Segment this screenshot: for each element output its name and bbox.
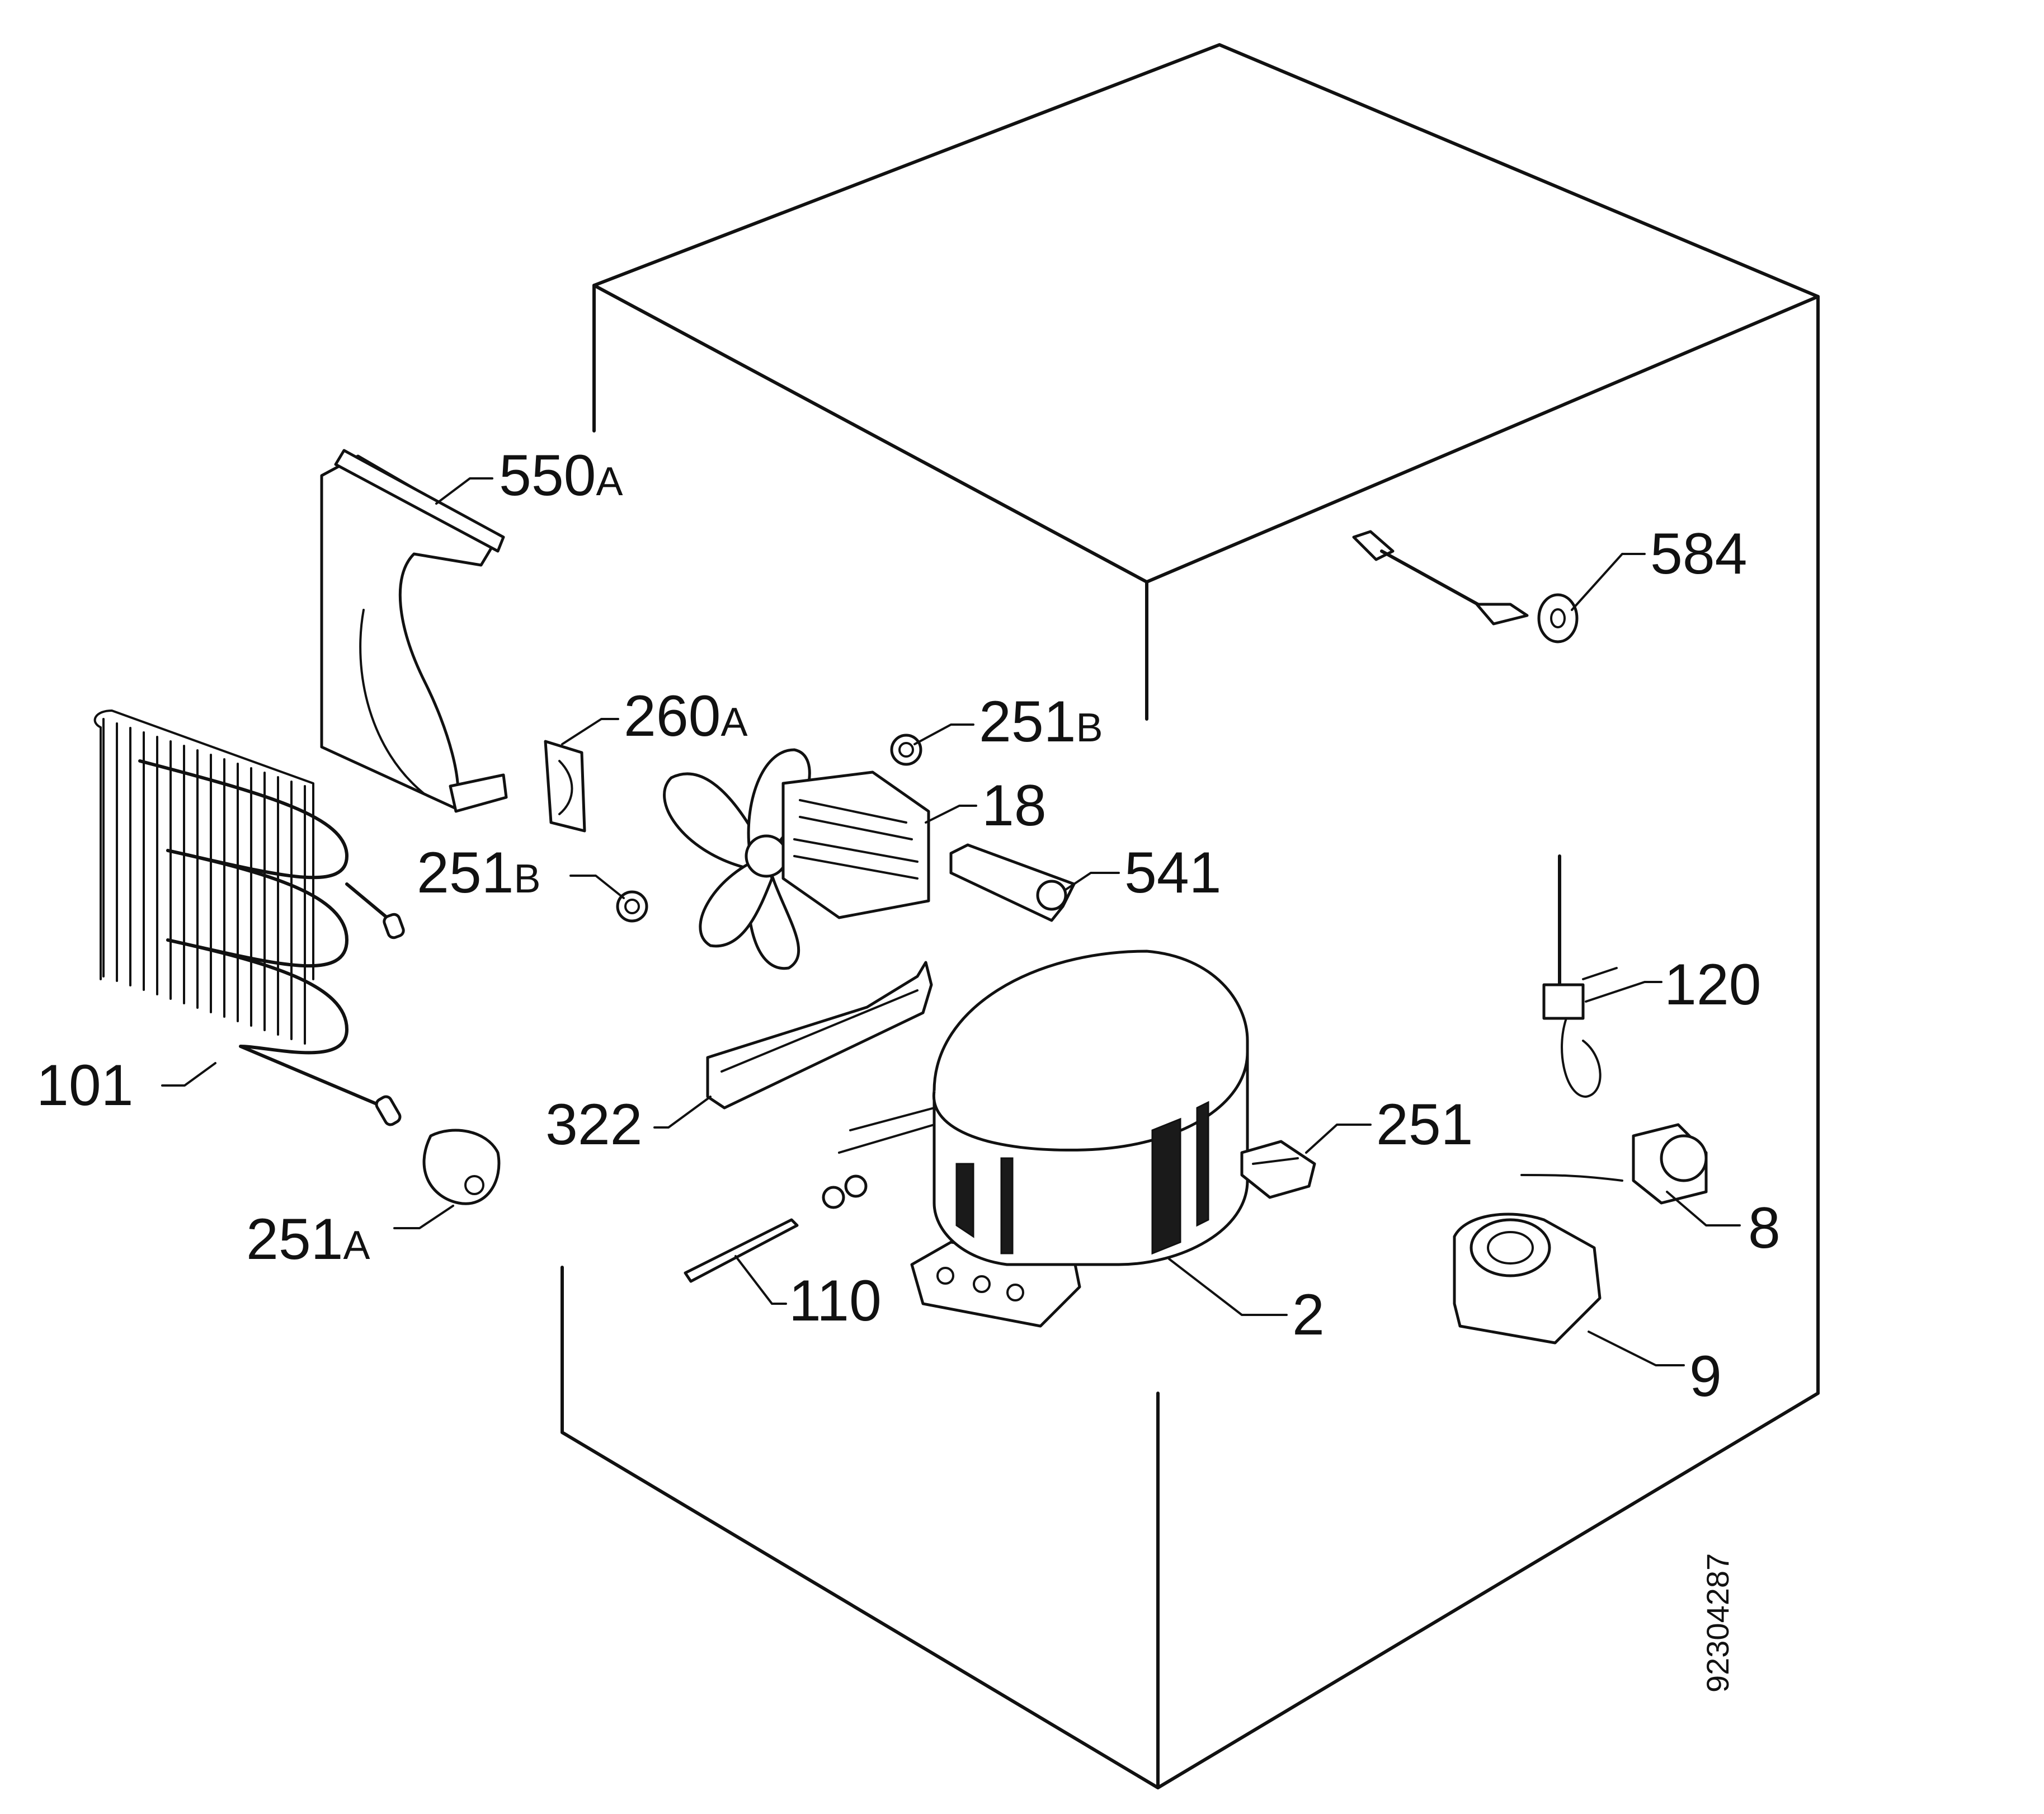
part-suffix: B [514, 857, 541, 901]
part-541-relay [949, 843, 1076, 922]
part-number: 251 [979, 689, 1076, 754]
part-suffix: A [721, 700, 748, 745]
leader-line-p251b_right [913, 723, 974, 745]
part-9-relay-cover [1453, 1213, 1602, 1345]
part-label-p550a: 550A [499, 443, 623, 508]
part-number: 8 [1748, 1196, 1781, 1261]
leader-line-p251a [393, 1205, 454, 1229]
part-label-p9: 9 [1689, 1344, 1722, 1409]
part-label-p251a: 251A [246, 1207, 370, 1272]
leader-line-p251b_left [569, 875, 625, 899]
part-8-overload [1520, 1123, 1708, 1205]
leader-line-p584 [1571, 553, 1646, 611]
part-number: 9 [1689, 1344, 1722, 1409]
part-number: 120 [1664, 952, 1762, 1017]
part-label-p120: 120 [1664, 952, 1762, 1017]
part-260a-clip [544, 740, 586, 833]
drawing-code: 92304287 [1700, 1553, 1735, 1693]
leader-line-p110 [734, 1255, 787, 1305]
leader-line-p322 [653, 1096, 712, 1129]
part-number: 322 [545, 1092, 643, 1157]
leader-line-p9 [1588, 1331, 1685, 1366]
leader-line-p2 [1168, 1258, 1288, 1316]
part-number: 2 [1292, 1282, 1325, 1347]
part-number: 251 [417, 840, 514, 905]
part-suffix: A [343, 1223, 370, 1268]
part-suffix: B [1076, 706, 1103, 750]
part-label-p101: 101 [36, 1053, 134, 1118]
part-322-bracket [706, 961, 933, 1110]
part-number: 101 [36, 1053, 134, 1118]
part-18-fan-motor [781, 770, 930, 919]
part-584-sensor [1352, 530, 1579, 643]
part-label-p2: 2 [1292, 1282, 1325, 1347]
part-number: 251 [246, 1207, 343, 1272]
part-label-p251b_left: 251B [417, 840, 541, 905]
part-101-condenser [93, 709, 405, 1126]
leader-line-p18 [925, 805, 977, 824]
part-number: 251 [1376, 1092, 1473, 1157]
part-number: 260 [624, 684, 721, 749]
part-suffix: A [596, 459, 623, 504]
part-label-p8: 8 [1748, 1196, 1781, 1261]
leader-line-p101 [161, 1062, 216, 1087]
part-label-p18: 18 [982, 773, 1047, 838]
part-18-fan-blade [663, 748, 811, 970]
part-number: 541 [1124, 840, 1222, 905]
part-550a-air-duct [320, 449, 508, 813]
part-label-p251b_right: 251B [979, 689, 1103, 754]
leader-line-p120 [1585, 981, 1662, 1003]
leader-line-p260a [561, 718, 619, 745]
leader-line-p541 [1065, 872, 1120, 891]
cabinet-outline [561, 43, 1820, 1789]
part-251b-nut-right [890, 734, 922, 766]
part-251a-grommet [422, 1129, 501, 1205]
part-number: 584 [1650, 521, 1748, 586]
leader-line-p251 [1305, 1124, 1372, 1154]
part-number: 550 [499, 443, 596, 508]
part-label-p251: 251 [1376, 1092, 1473, 1157]
part-251-clip [1240, 1140, 1316, 1199]
part-251b-nut-left [616, 890, 648, 923]
leader-line-p550a [435, 477, 493, 505]
part-2-compressor [822, 950, 1249, 1328]
part-label-p541: 541 [1124, 840, 1222, 905]
part-label-p584: 584 [1650, 521, 1748, 586]
part-label-p322: 322 [545, 1092, 643, 1157]
part-110-tube [684, 1218, 799, 1283]
part-120-probe [1542, 854, 1618, 1098]
part-label-p110: 110 [789, 1268, 882, 1333]
part-number: 18 [982, 773, 1047, 838]
part-label-p260a: 260A [624, 684, 748, 749]
leader-line-p8 [1666, 1191, 1741, 1226]
part-number: 110 [789, 1268, 882, 1333]
